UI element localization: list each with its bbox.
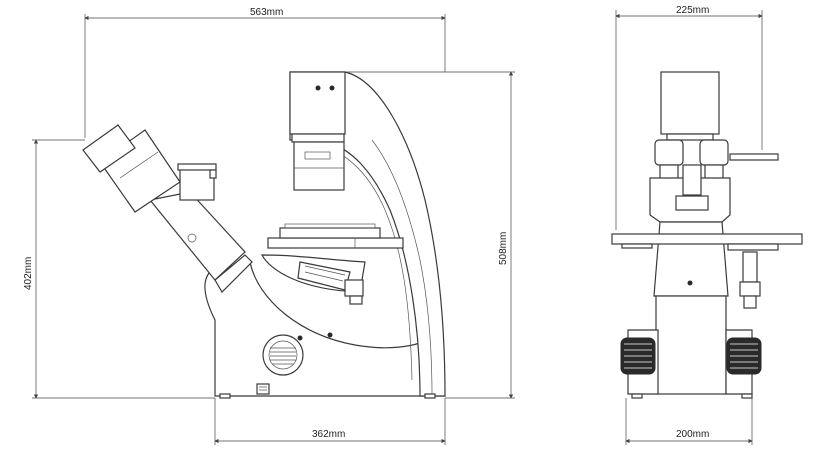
front-view (611, 71, 803, 399)
front-dimensions: 225mm 200mm (615, 5, 763, 445)
dim-front-width: 225mm (676, 5, 709, 16)
side-dimensions: 563mm 402mm 508mm 362mm (23, 7, 515, 445)
dim-side-eyepiece-height: 402mm (23, 257, 34, 290)
dim-side-base-depth: 362mm (312, 429, 345, 440)
dim-side-total-height: 508mm (498, 232, 509, 265)
dim-side-width: 563mm (250, 7, 283, 18)
side-view (82, 71, 446, 399)
dim-front-base-width: 200mm (676, 429, 709, 440)
